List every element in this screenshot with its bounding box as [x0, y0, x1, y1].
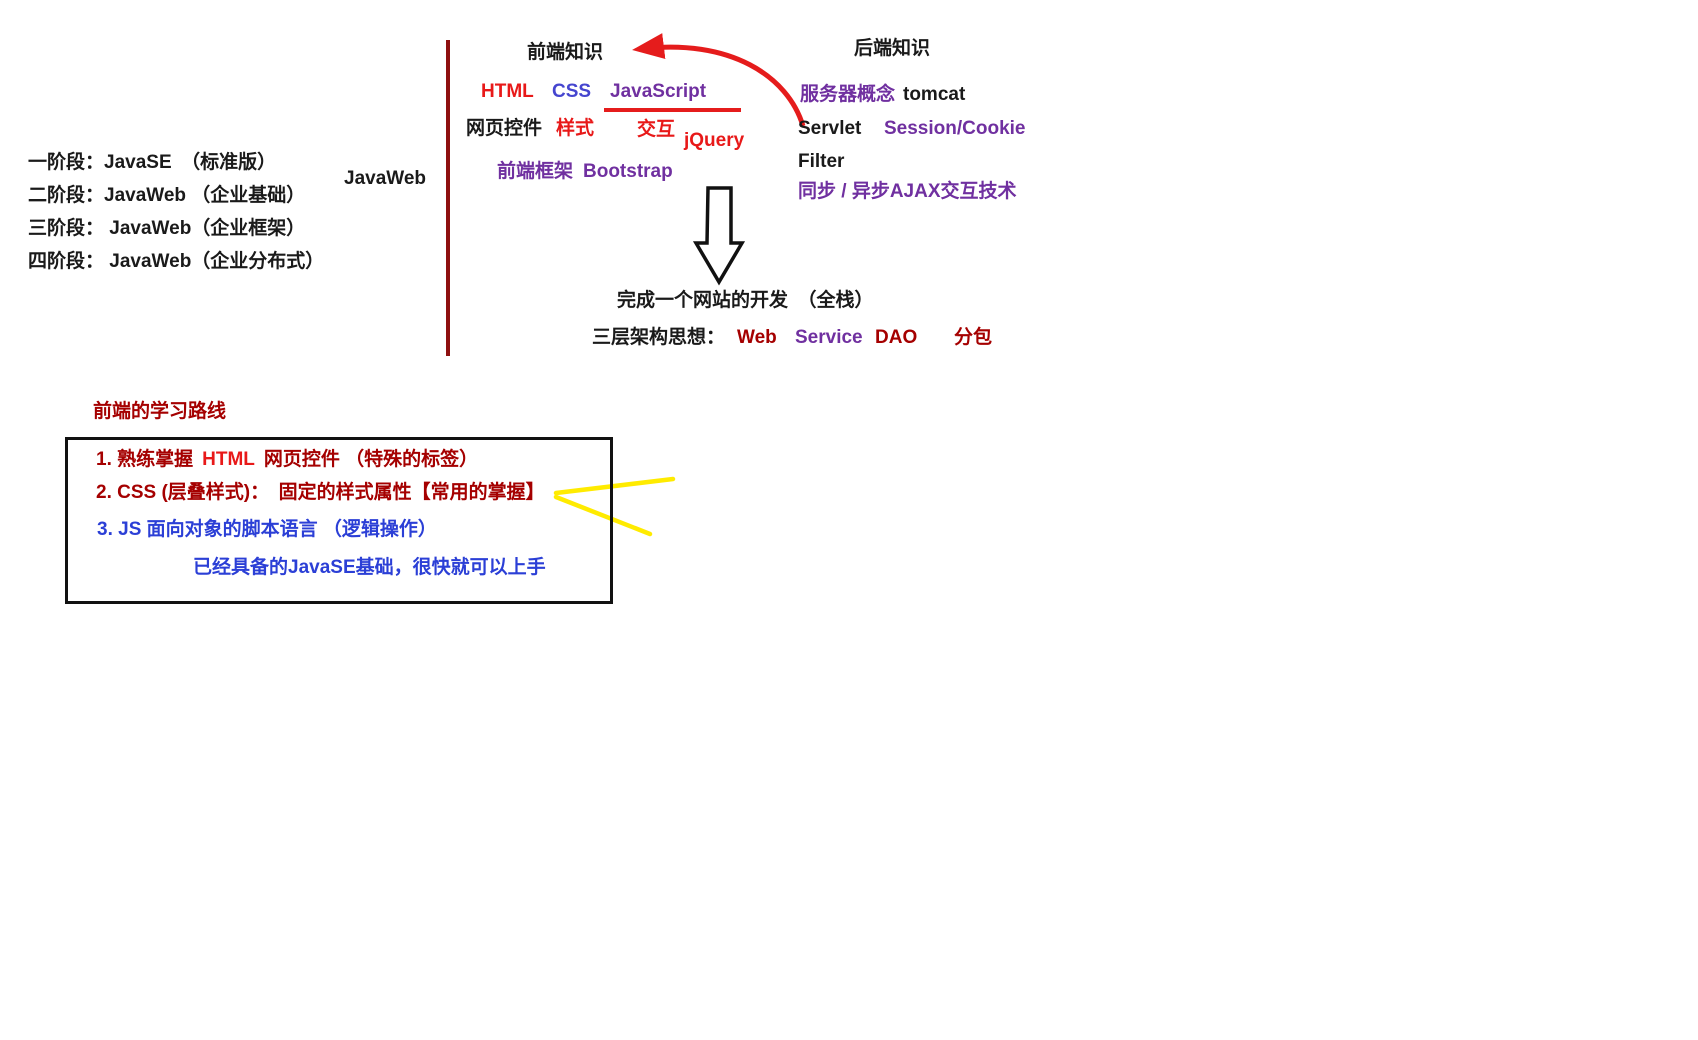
arch-service-label: Service	[795, 327, 863, 348]
backend-ajax-label: 同步 / 异步AJAX交互技术	[798, 181, 1017, 202]
backend-filter-label: Filter	[798, 151, 845, 172]
down-block-arrow	[692, 186, 746, 286]
backend-server-concept-label: 服务器概念	[800, 84, 896, 105]
roadmap-item-4: 已经具备的JavaSE基础，很快就可以上手	[193, 557, 546, 578]
roadmap-item-3: 3. JS 面向对象的脚本语言 （逻辑操作）	[97, 519, 437, 540]
stage-item-3: 三阶段： JavaWeb（企业框架）	[28, 218, 306, 239]
roadmap-title: 前端的学习路线	[93, 401, 227, 422]
stage-item-1: 一阶段：JavaSE （标准版）	[28, 152, 277, 173]
arch-dao-label: DAO	[875, 327, 918, 348]
roadmap-item-2: 2. CSS (层叠样式)： 固定的样式属性【常用的掌握】	[96, 482, 545, 503]
frontend-framework-label: 前端框架	[497, 161, 574, 182]
roadmap-item-1-html: HTML	[202, 449, 255, 470]
frontend-controls-label: 网页控件	[466, 118, 543, 139]
goal-title: 完成一个网站的开发 （全栈）	[617, 290, 874, 311]
frontend-title: 前端知识	[527, 42, 604, 63]
frontend-html-label: HTML	[481, 81, 534, 102]
frontend-bootstrap-label: Bootstrap	[583, 161, 673, 182]
roadmap-box: 1. 熟练掌握 HTML 网页控件 （特殊的标签） 2. CSS (层叠样式)： 固…	[65, 437, 613, 604]
backend-servlet-label: Servlet	[798, 118, 862, 139]
backend-session-cookie-label: Session/Cookie	[884, 118, 1026, 139]
frontend-javascript-label: JavaScript	[610, 81, 707, 102]
backend-tomcat-label: tomcat	[903, 84, 966, 105]
arch-package-label: 分包	[954, 327, 993, 348]
arch-label: 三层架构思想：	[592, 327, 726, 348]
javaweb-label: JavaWeb	[344, 168, 427, 189]
roadmap-item-1: 1. 熟练掌握 HTML 网页控件 （特殊的标签）	[96, 448, 478, 472]
stage-item-4: 四阶段： JavaWeb（企业分布式）	[28, 251, 325, 272]
frontend-style-label: 样式	[556, 118, 595, 139]
stage-item-2: 二阶段：JavaWeb （企业基础）	[28, 185, 306, 206]
frontend-interaction-label: 交互	[637, 119, 676, 140]
frontend-jquery-label: jQuery	[684, 130, 745, 151]
frontend-css-label: CSS	[552, 81, 592, 102]
roadmap-item-1-prefix: 1. 熟练掌握	[96, 449, 194, 470]
backend-title: 后端知识	[854, 38, 931, 59]
arch-web-label: Web	[737, 327, 777, 348]
roadmap-item-1-suffix: 网页控件 （特殊的标签）	[263, 449, 479, 470]
